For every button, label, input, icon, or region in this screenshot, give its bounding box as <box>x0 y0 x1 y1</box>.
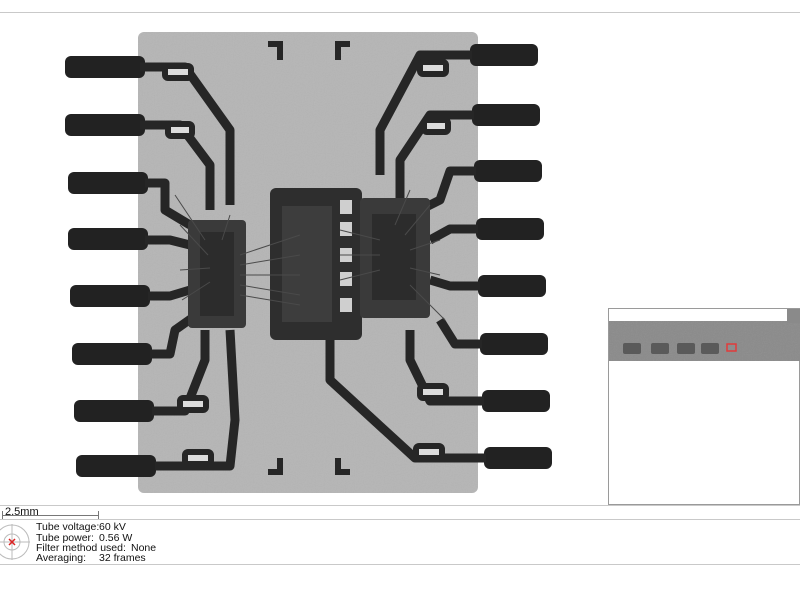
top-divider <box>0 12 800 13</box>
left-die <box>188 220 246 328</box>
tube-voltage-label: Tube voltage: <box>36 521 100 533</box>
tube-power-label: Tube power: <box>36 532 94 544</box>
overview-navigator[interactable] <box>608 308 800 505</box>
left-pins <box>65 56 156 477</box>
center-paddle <box>270 188 362 340</box>
right-pins <box>470 44 552 469</box>
acquisition-info-panel: Tube voltage: 60 kV Tube power: 0.56 W F… <box>0 520 800 564</box>
xray-tube-crosshair-icon <box>0 524 30 560</box>
scale-divider <box>0 505 800 506</box>
navigator-viewport-marker[interactable] <box>726 343 737 352</box>
corner-tabs <box>268 41 350 475</box>
filter-method-label: Filter method used: <box>36 542 126 554</box>
tube-voltage-value: 60 kV <box>99 521 126 533</box>
averaging-value: 32 frames <box>99 552 146 564</box>
scale-bar <box>0 506 100 520</box>
filter-method-value: None <box>131 542 157 554</box>
averaging-label: Averaging: <box>36 552 87 564</box>
navigator-thumbnail[interactable] <box>609 309 800 361</box>
right-die <box>360 198 430 318</box>
right-lead-frame <box>325 50 486 463</box>
tube-power-value: 0.56 W <box>99 532 133 544</box>
right-lead-pads <box>413 59 451 461</box>
xray-image-viewport[interactable] <box>0 0 800 506</box>
scale-label: 2.5mm <box>5 506 39 518</box>
left-lead-pads <box>162 63 214 467</box>
bond-wires <box>174 189 446 321</box>
info-divider <box>0 519 800 520</box>
bottom-divider <box>0 564 800 565</box>
